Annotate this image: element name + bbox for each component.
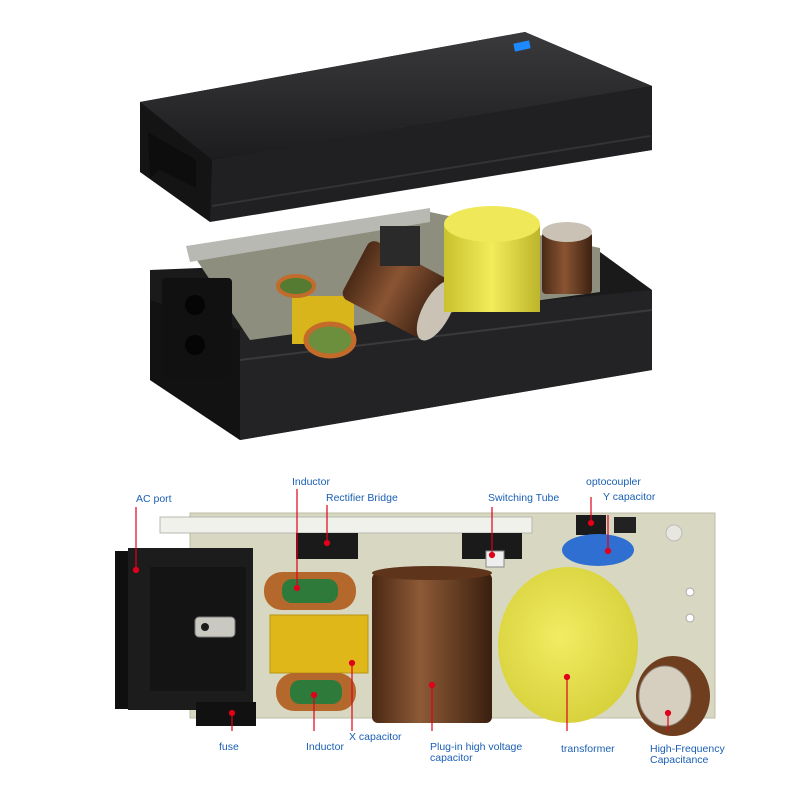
label-hf-capacitance: High-Frequency Capacitance — [650, 743, 725, 766]
pcb-diagram-graphic — [115, 489, 716, 736]
housing-lid — [140, 32, 652, 222]
labeled-pcb-diagram: AC port Inductor Rectifier Bridge Switch… — [0, 455, 800, 800]
label-x-capacitor: X capacitor — [349, 731, 402, 743]
inductor-bottom-component — [276, 673, 356, 711]
label-fuse: fuse — [219, 741, 239, 753]
y-capacitor-component — [562, 534, 634, 566]
label-y-capacitor: Y capacitor — [603, 491, 656, 503]
ac-port-component — [115, 548, 253, 710]
label-rectifier-bridge: Rectifier Bridge — [326, 492, 398, 504]
heatsink — [159, 516, 533, 534]
fuse-component — [196, 702, 256, 726]
product-render — [140, 32, 653, 440]
label-inductor-top: Inductor — [292, 476, 330, 488]
bulk-capacitor-component — [372, 566, 492, 723]
pcb-assembly — [162, 206, 600, 378]
hf-capacitor-component — [636, 656, 710, 736]
label-switching-tube: Switching Tube — [488, 492, 560, 504]
inductor-top-component — [264, 572, 356, 610]
led-indicator — [513, 40, 531, 52]
label-ac-port: AC port — [136, 493, 172, 505]
leader-lines — [132, 489, 672, 731]
label-plug-in-capacitor: Plug-in high voltage capacitor — [430, 741, 523, 764]
ac-socket — [162, 278, 232, 378]
label-inductor-bottom: Inductor — [306, 741, 344, 753]
label-optocoupler: optocoupler — [586, 476, 641, 488]
power-supply-exploded-view — [140, 32, 653, 440]
label-transformer: transformer — [561, 743, 615, 755]
transformer-component — [498, 567, 638, 723]
